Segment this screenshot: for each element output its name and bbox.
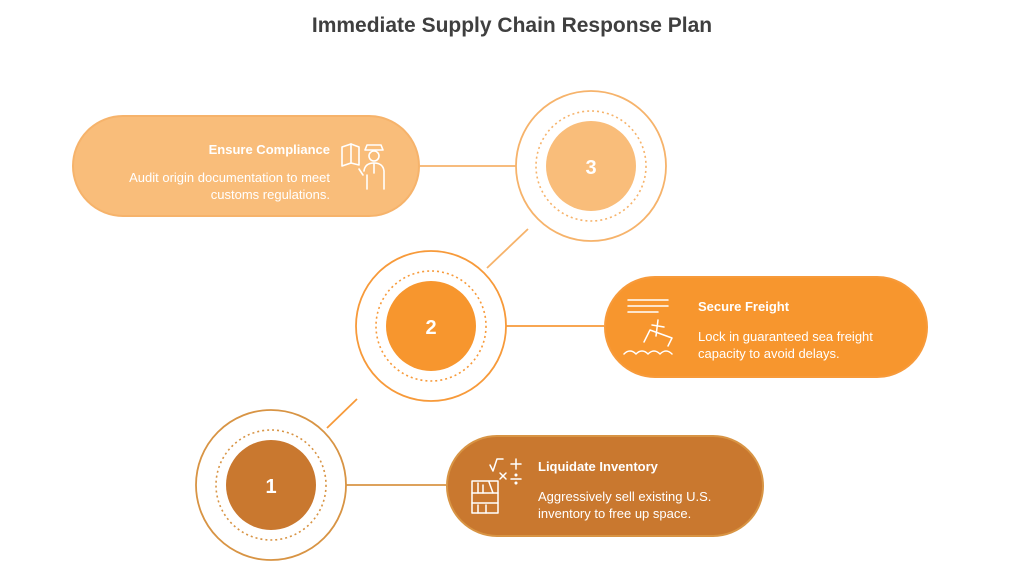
connector-1-to-2 xyxy=(326,398,358,429)
step-2-number: 2 xyxy=(425,317,436,339)
step-2-node: 2 xyxy=(355,250,507,402)
connector-2-to-3 xyxy=(486,228,529,269)
step-card-2: Secure Freight Lock in guaranteed sea fr… xyxy=(604,276,928,378)
customs-officer-icon xyxy=(341,143,385,190)
step-3-title: Ensure Compliance xyxy=(208,142,330,157)
step-3-description: Audit origin documentation to meet custo… xyxy=(129,170,330,202)
step-1-title: Liquidate Inventory xyxy=(538,459,658,474)
step-2-description: Lock in guaranteed sea freight capacity … xyxy=(698,329,873,361)
step-1-description: Aggressively sell existing U.S. inventor… xyxy=(538,489,712,521)
step-2-title: Secure Freight xyxy=(698,299,790,314)
step-3-number: 3 xyxy=(585,157,596,179)
sinking-ship-icon xyxy=(623,299,673,355)
page-title: Immediate Supply Chain Response Plan xyxy=(311,14,713,37)
step-1-node: 1 xyxy=(195,409,347,561)
calculator-shelf-icon xyxy=(471,458,522,514)
step-card-1: Liquidate Inventory Aggressively sell ex… xyxy=(446,435,764,537)
step-3-node: 3 xyxy=(515,90,667,242)
step-1-number: 1 xyxy=(265,476,276,498)
step-card-3: Ensure Compliance Audit origin documenta… xyxy=(72,115,420,217)
